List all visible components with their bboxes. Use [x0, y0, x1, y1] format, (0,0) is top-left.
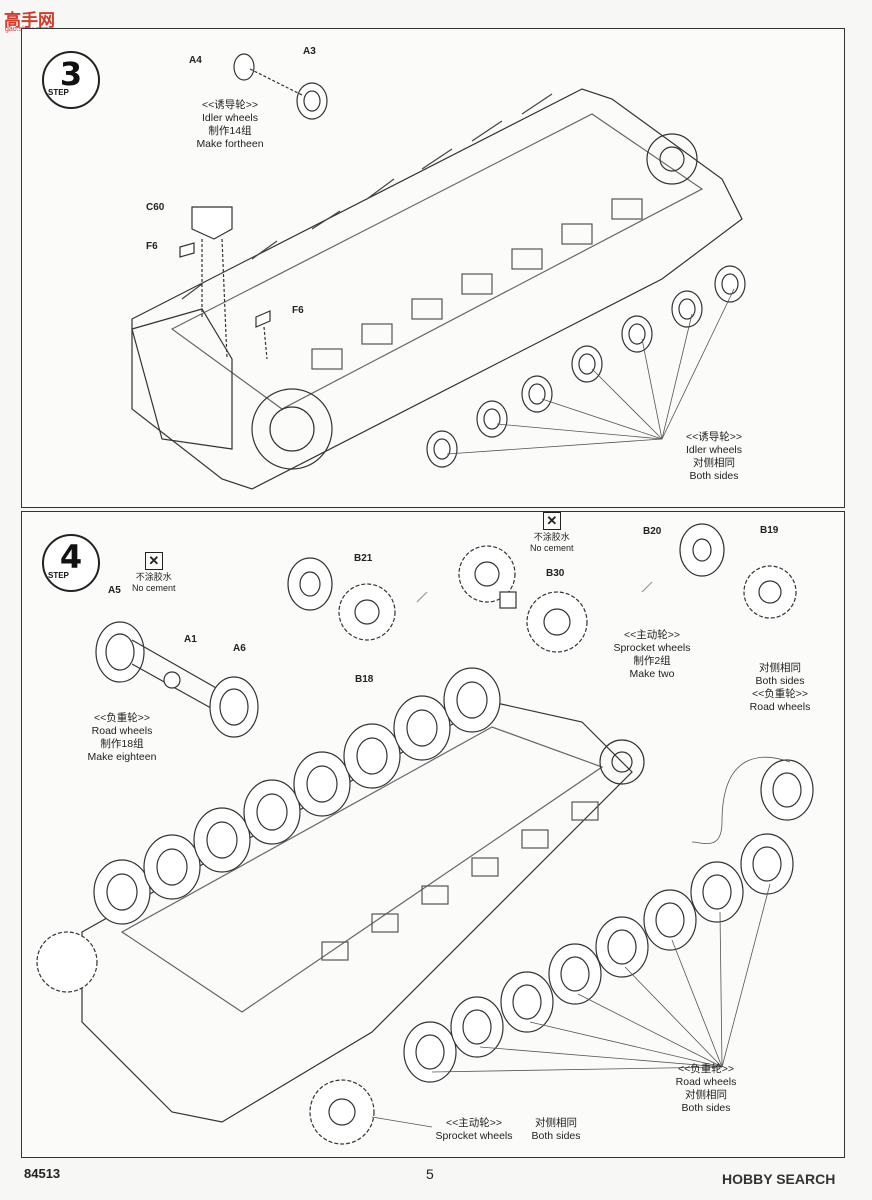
sprocket-callout-bottom: <<主动轮>> Sprocket wheels: [424, 1117, 524, 1143]
no-cement-en: No cement: [132, 583, 176, 593]
callout-cn: <<主动轮>>: [445, 1117, 503, 1129]
callout-sides-en: Both sides: [689, 470, 739, 482]
no-cement-icon: ✕: [144, 552, 163, 570]
step-4-panel: 4 STEP ✕ 不涂胶水 No cement ✕ 不涂胶水 No cement…: [21, 511, 845, 1158]
callout-en: Road wheels: [749, 701, 811, 713]
idler-assembly-caption: <<诱导轮>> Idler wheels 制作14组 Make fortheen: [180, 99, 280, 151]
step-3-badge: 3 STEP: [42, 51, 100, 109]
callout-en: Road wheels: [675, 1076, 737, 1088]
sprocket-callout-sides: 对侧相同 Both sides: [524, 1117, 588, 1143]
step-3-hull-drawing: [131, 53, 746, 490]
step-word: STEP: [48, 571, 69, 580]
step-number: 4: [59, 538, 83, 576]
callout-cn: <<负重轮>>: [677, 1063, 735, 1075]
part-b30-label: B30: [546, 568, 565, 579]
no-cement-cn: 不涂胶水: [135, 572, 172, 582]
part-b20-label: B20: [643, 526, 662, 537]
part-b21-label: B21: [354, 553, 373, 564]
callout-sides-cn: 对侧相同: [759, 662, 801, 674]
road-wheel-assembly-caption: <<负重轮>> Road wheels 制作18组 Make eighteen: [68, 712, 176, 764]
road-cn: <<负重轮>>: [93, 712, 151, 724]
no-cement-warning: ✕ 不涂胶水 No cement: [132, 552, 176, 594]
no-cement-en: No cement: [530, 543, 574, 553]
sprocket-assembly-caption: <<主动轮>> Sprocket wheels 制作2组 Make two: [592, 629, 712, 681]
no-cement-cn: 不涂胶水: [533, 532, 570, 542]
step-4-hull-drawing: [36, 523, 814, 1145]
road-qty-en: Make eighteen: [87, 751, 157, 763]
road-qty-cn: 制作18组: [100, 738, 144, 750]
no-cement-warning: ✕ 不涂胶水 No cement: [530, 512, 574, 554]
part-a5-label: A5: [108, 585, 121, 596]
road-wheels-callout-top: 对侧相同 Both sides <<负重轮>> Road wheels: [729, 662, 831, 714]
part-f6-label: F6: [292, 305, 304, 316]
callout-sides-en: Both sides: [755, 675, 805, 687]
callout-en: Sprocket wheels: [435, 1130, 513, 1142]
step-word: STEP: [48, 88, 69, 97]
sprocket-cn: <<主动轮>>: [623, 629, 681, 641]
callout-sides-en: Both sides: [531, 1130, 581, 1142]
idler-en: Idler wheels: [201, 112, 259, 124]
callout-en: Idler wheels: [685, 444, 743, 456]
watermark-text: HOBBY SEARCH: [722, 1171, 836, 1187]
part-f6-label: F6: [146, 241, 158, 252]
part-a1-label: A1: [184, 634, 197, 645]
step-4-badge: 4 STEP: [42, 534, 100, 592]
idler-wheels-callout: <<诱导轮>> Idler wheels 对侧相同 Both sides: [662, 431, 766, 483]
callout-sides-cn: 对侧相同: [535, 1117, 577, 1129]
callout-sides-cn: 对侧相同: [693, 457, 735, 469]
part-b19-label: B19: [760, 525, 779, 536]
site-logo: 高手网: [4, 11, 55, 31]
callout-sides-en: Both sides: [681, 1102, 731, 1114]
step-number: 3: [59, 55, 83, 93]
part-c60-label: C60: [146, 202, 165, 213]
no-cement-icon: ✕: [542, 512, 561, 530]
product-code: 84513: [24, 1166, 61, 1181]
road-wheels-callout-bottom: <<负重轮>> Road wheels 对侧相同 Both sides: [654, 1063, 758, 1115]
part-a3-label: A3: [303, 46, 316, 57]
road-en: Road wheels: [91, 725, 153, 737]
idler-qty-cn: 制作14组: [208, 125, 252, 137]
idler-qty-en: Make fortheen: [196, 138, 264, 150]
callout-cn: <<负重轮>>: [751, 688, 809, 700]
callout-cn: <<诱导轮>>: [685, 431, 743, 443]
part-a6-label: A6: [233, 643, 246, 654]
part-b18-label: B18: [355, 674, 374, 685]
callout-sides-cn: 对侧相同: [685, 1089, 727, 1101]
part-a4-label: A4: [189, 55, 202, 66]
sprocket-en: Sprocket wheels: [613, 642, 691, 654]
idler-cn: <<诱导轮>>: [201, 99, 259, 111]
sprocket-qty-cn: 制作2组: [633, 655, 671, 667]
page-number: 5: [426, 1166, 434, 1182]
step-3-panel: 3 STEP A4 A3 C60 F6 F6 <<诱导轮>> Idler whe…: [21, 28, 845, 508]
sprocket-qty-en: Make two: [629, 668, 675, 680]
